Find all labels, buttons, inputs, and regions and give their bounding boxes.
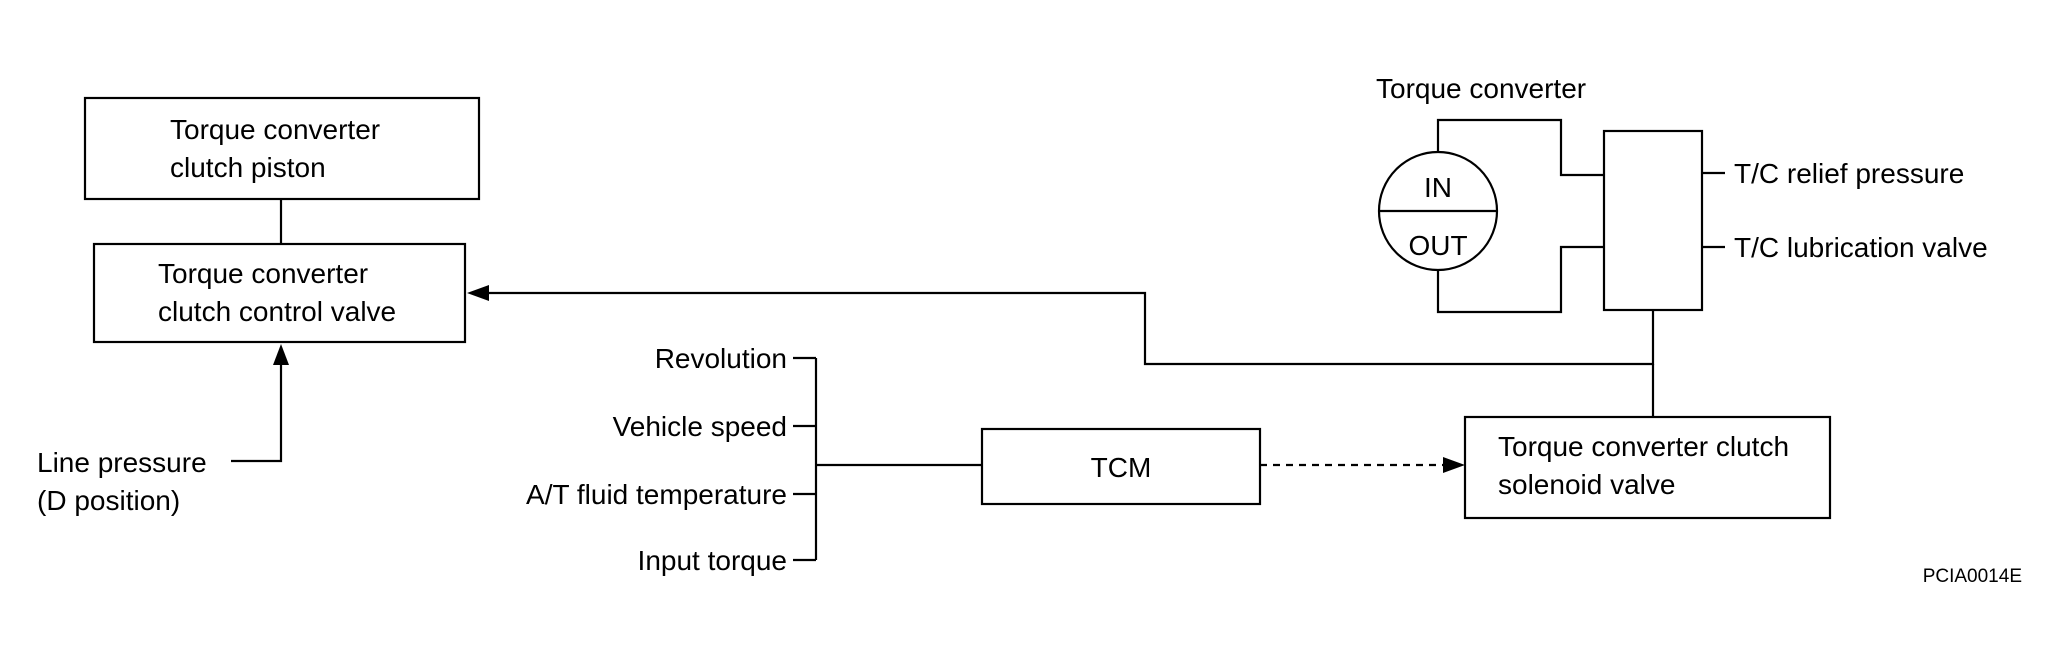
control-valve-label-line1: Torque converter — [158, 258, 368, 289]
torque-converter-title: Torque converter — [1376, 73, 1586, 104]
input-label-vehicle-speed: Vehicle speed — [613, 411, 787, 442]
input-label-revolution: Revolution — [655, 343, 787, 374]
line-pressure-label-line2: (D position) — [37, 485, 180, 516]
piston-label-line2: clutch piston — [170, 152, 326, 183]
solenoid-block — [1463, 415, 1832, 520]
piston-label-line1: Torque converter — [170, 114, 380, 145]
relief-pressure-label: T/C relief pressure — [1734, 158, 1964, 189]
converter-upper-pipe — [1436, 118, 1604, 177]
feedback-arrowhead — [467, 285, 489, 301]
tcm-solenoid-arrowhead — [1443, 457, 1465, 473]
torque-converter-out-label: OUT — [1408, 230, 1467, 261]
tcm-block — [980, 427, 1262, 506]
control-valve-block — [92, 242, 467, 344]
control-valve-label-line2: clutch control valve — [158, 296, 396, 327]
line-pressure-label-line1: Line pressure — [37, 447, 207, 478]
line-pressure-arrowhead — [273, 344, 289, 365]
solenoid-label-line1: Torque converter clutch — [1498, 431, 1789, 462]
solenoid-label-line2: solenoid valve — [1498, 469, 1675, 500]
lubrication-valve-label: T/C lubrication valve — [1734, 232, 1988, 263]
line-pressure-line — [231, 364, 283, 463]
figure-code: PCIA0014E — [1923, 566, 2022, 587]
torque-converter-in-label: IN — [1424, 172, 1452, 203]
input-label-input-torque: Input torque — [638, 545, 787, 576]
piston-block — [83, 96, 481, 201]
feedback-line — [489, 291, 1655, 366]
tcm-label: TCM — [1091, 452, 1152, 483]
converter-lower-pipe — [1436, 245, 1604, 314]
tc-valve-body — [1602, 129, 1704, 312]
input-label-fluid-temperature: A/T fluid temperature — [526, 479, 787, 510]
